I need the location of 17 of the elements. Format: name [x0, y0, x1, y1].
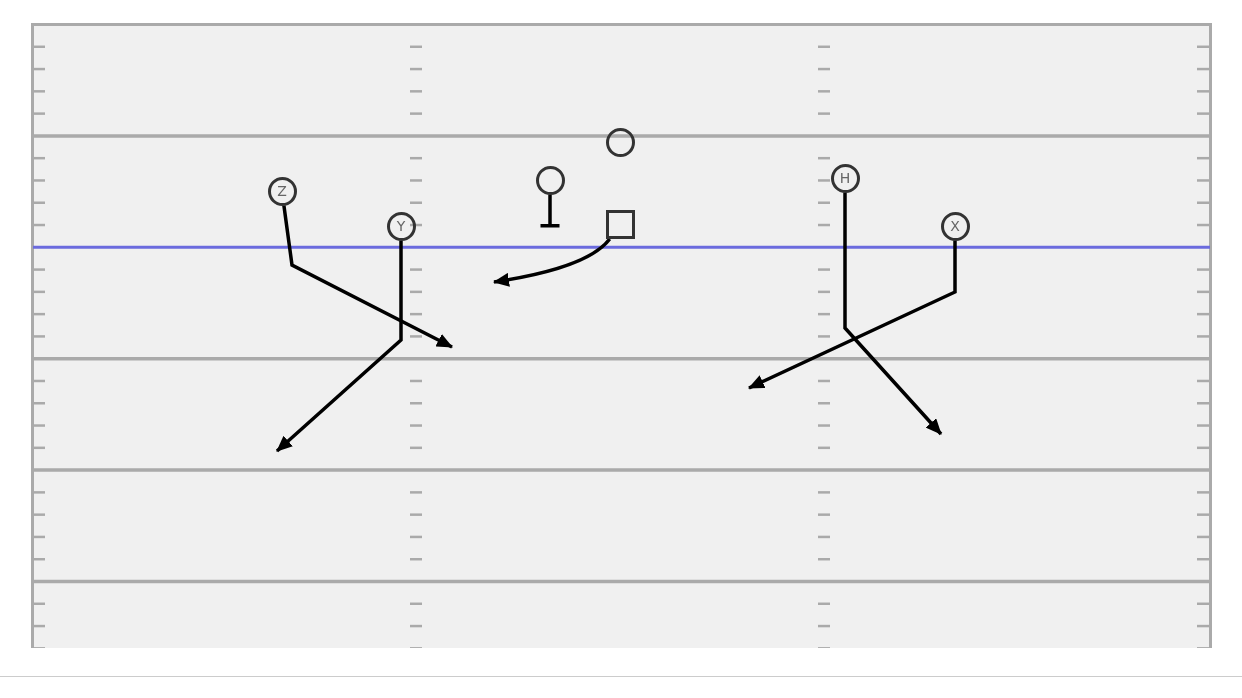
center-marker: [606, 210, 635, 239]
player-marker: [605, 127, 635, 157]
player-letter: Z: [277, 184, 287, 198]
player-letter: H: [839, 171, 851, 185]
block-line: [540, 194, 560, 228]
player-letter: Y: [396, 219, 406, 233]
player-letter: X: [950, 219, 960, 233]
player-marker: [267, 176, 297, 206]
route-arrow: [493, 237, 611, 287]
route-arrow: [748, 240, 957, 390]
player-marker: [535, 165, 565, 195]
player-marker: [830, 163, 860, 193]
player-marker: [940, 211, 970, 241]
route-arrow: [843, 192, 943, 436]
route-arrow: [282, 205, 453, 349]
player-marker: [386, 211, 416, 241]
route-arrow: [275, 240, 403, 453]
